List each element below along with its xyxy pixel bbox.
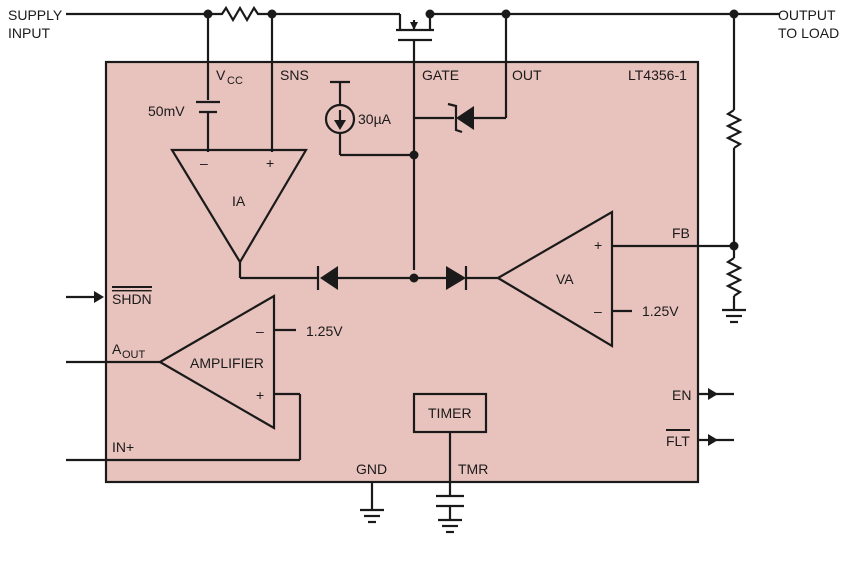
offset-voltage: 50mV bbox=[148, 103, 185, 119]
in-plus-label: IN+ bbox=[112, 439, 134, 455]
ia-minus: – bbox=[200, 155, 208, 171]
amp-minus: – bbox=[256, 323, 264, 339]
ia-label: IA bbox=[232, 193, 246, 209]
vcc-network bbox=[196, 14, 274, 152]
va-plus: + bbox=[594, 237, 602, 253]
out-label: OUT bbox=[512, 67, 542, 83]
en-label: EN bbox=[672, 387, 691, 403]
output-load-line1: OUTPUT bbox=[778, 7, 836, 23]
current-source bbox=[324, 80, 414, 157]
vcc-label: V bbox=[216, 67, 226, 83]
ia-plus: + bbox=[266, 155, 274, 171]
output-divider bbox=[722, 14, 746, 324]
va-label: VA bbox=[556, 271, 574, 287]
supply-input-line2: INPUT bbox=[8, 25, 50, 41]
amp-ref-voltage: 1.25V bbox=[306, 323, 343, 339]
gate-label: GATE bbox=[422, 67, 459, 83]
part-number: LT4356-1 bbox=[628, 67, 687, 83]
current-source-value: 30µA bbox=[358, 111, 392, 127]
supply-input-line1: SUPPLY bbox=[8, 7, 63, 23]
chip-body bbox=[104, 60, 700, 484]
va-amplifier bbox=[495, 210, 614, 348]
diode-ia bbox=[320, 266, 338, 290]
diode-va bbox=[446, 266, 466, 290]
amp-plus: + bbox=[256, 387, 264, 403]
output-load-line2: TO LOAD bbox=[778, 25, 839, 41]
gate-zener bbox=[414, 14, 508, 134]
va-ref-voltage: 1.25V bbox=[642, 303, 679, 319]
aout-label: A bbox=[112, 341, 122, 357]
shdn-label: SHDN bbox=[112, 291, 152, 307]
sense-resistor bbox=[208, 5, 272, 23]
timer-label: TIMER bbox=[428, 405, 472, 421]
flt-label: FLT bbox=[666, 433, 690, 449]
vcc-subscript: CC bbox=[227, 75, 243, 87]
sns-label: SNS bbox=[280, 67, 309, 83]
amplifier-label: AMPLIFIER bbox=[190, 355, 264, 371]
gnd-label: GND bbox=[356, 461, 387, 477]
output-amplifier bbox=[157, 294, 276, 430]
va-minus: – bbox=[594, 303, 602, 319]
ia-amplifier bbox=[170, 148, 308, 265]
supply-rail bbox=[66, 5, 780, 23]
aout-subscript: OUT bbox=[122, 349, 146, 361]
fb-label: FB bbox=[672, 225, 690, 241]
tmr-label: TMR bbox=[458, 461, 488, 477]
